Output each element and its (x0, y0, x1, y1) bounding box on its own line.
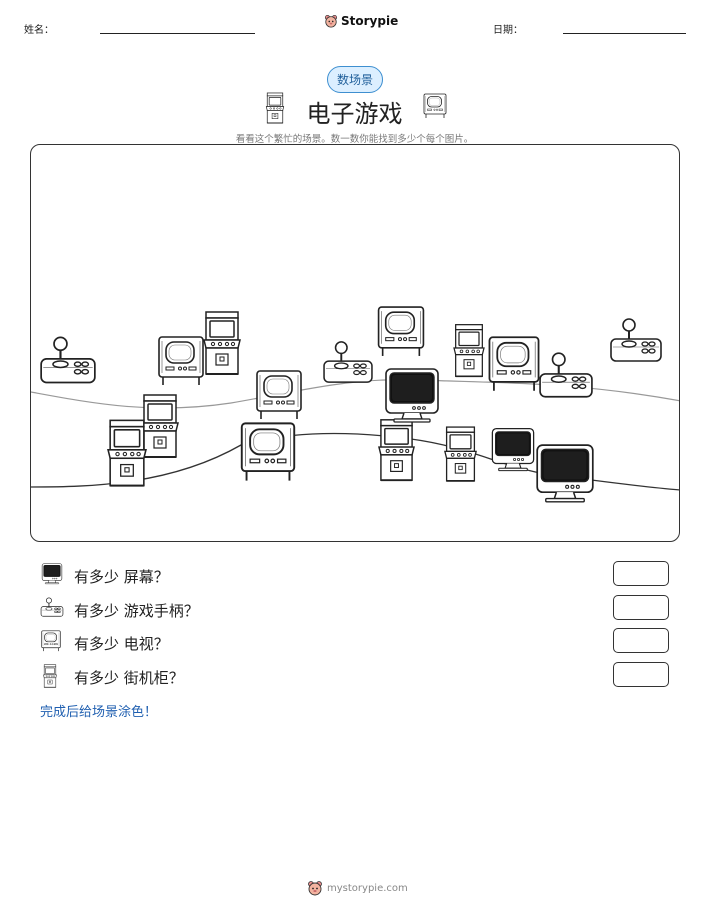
storypie-brand: Storypie (324, 14, 398, 28)
gamepad-icon (40, 336, 96, 384)
tv-icon (40, 630, 62, 652)
footer: mystorypie.com (307, 880, 408, 896)
name-label: 姓名： (24, 25, 54, 36)
question-text: 有多少 游戏手柄？ (74, 602, 199, 620)
screen-icon (40, 563, 64, 585)
question-row: 有多少 街机柜？ (40, 662, 670, 688)
coloring-instruction: 完成后给场景涂色！ (40, 705, 158, 720)
gamepad-icon (538, 352, 594, 398)
gamepad-icon (609, 317, 663, 363)
question-text: 有多少 街机柜？ (74, 669, 184, 687)
question-text: 有多少 屏幕？ (74, 568, 169, 586)
answer-box[interactable] (613, 662, 669, 687)
gamepad-icon (323, 340, 373, 384)
tv-icon (240, 422, 296, 482)
screen-icon (385, 368, 439, 423)
brand-text: Storypie (341, 14, 399, 28)
arcade-cabinet-icon (141, 394, 179, 458)
arcade-cabinet-icon (444, 426, 477, 482)
arcade-cabinet-icon (42, 664, 58, 688)
name-line[interactable] (100, 33, 255, 34)
gamepad-icon (40, 597, 64, 618)
answer-box[interactable] (613, 561, 669, 586)
question-text: 有多少 电视？ (74, 635, 169, 653)
screen-icon (536, 444, 594, 503)
storypie-logo-icon (307, 880, 323, 896)
footer-url[interactable]: mystorypie.com (327, 882, 408, 894)
tv-icon (256, 370, 302, 420)
date-label: 日期： (493, 25, 523, 36)
tv-icon (377, 306, 425, 357)
scene-drawing (31, 306, 679, 503)
page-title: 电子游戏 (306, 100, 403, 128)
question-row: 有多少 游戏手柄？ (40, 595, 670, 621)
counting-scene (30, 144, 680, 542)
arcade-cabinet-icon (378, 418, 415, 482)
question-row: 有多少 电视？ (40, 628, 670, 654)
arcade-cabinet-icon (107, 419, 147, 487)
date-line[interactable] (563, 33, 686, 34)
storypie-logo-icon (324, 14, 338, 28)
answer-box[interactable] (613, 628, 669, 653)
category-badge: 数场景 (327, 66, 383, 93)
arcade-cabinet-icon (453, 323, 485, 378)
page-subtitle: 看看这个繁忙的场景。数一数你能找到多少个每个图片。 (235, 134, 474, 145)
arcade-cabinet-icon (203, 311, 241, 375)
tv-icon (158, 336, 204, 386)
answer-box[interactable] (613, 595, 669, 620)
screen-icon (491, 427, 535, 472)
tv-icon (423, 93, 447, 119)
question-row: 有多少 屏幕？ (40, 561, 670, 587)
